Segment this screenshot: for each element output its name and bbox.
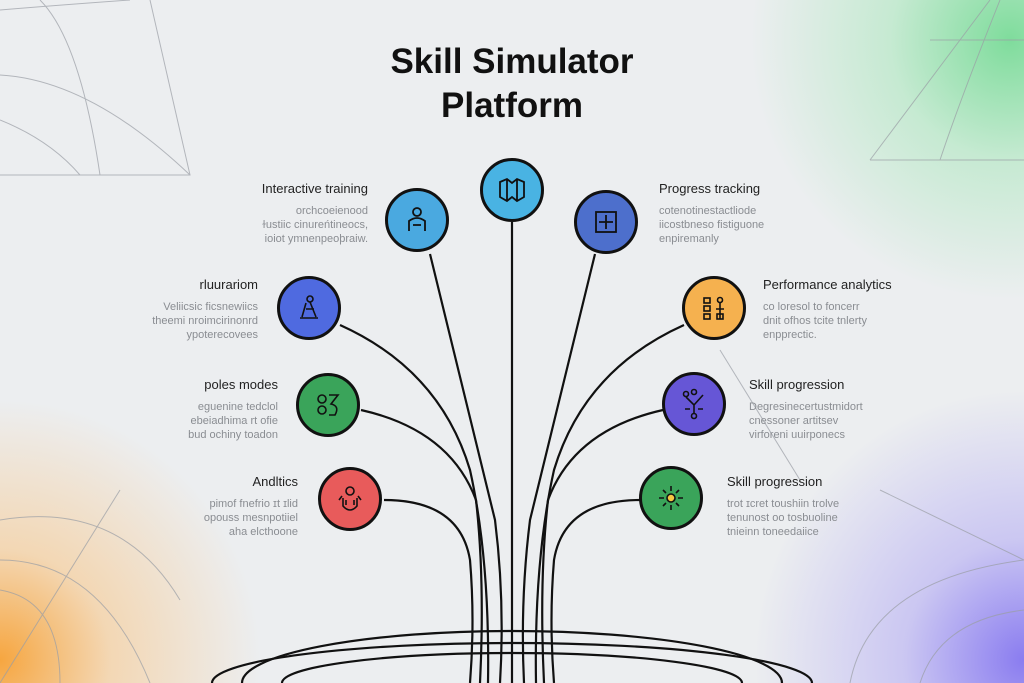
skill-progression-node-1[interactable]: [662, 372, 726, 436]
platform-hub-node[interactable]: [480, 158, 544, 222]
figure-icon: [300, 295, 318, 319]
faces-icon: [317, 394, 340, 416]
progress-tracking-node[interactable]: [574, 190, 638, 254]
plus-box-icon: [595, 211, 617, 233]
skill-progression-node-2[interactable]: [639, 466, 703, 530]
map-icon: [499, 177, 525, 203]
sun-icon: [659, 486, 683, 510]
person-icon: [408, 207, 426, 231]
base-loop-outer: [210, 641, 814, 683]
andltics-node[interactable]: [318, 467, 382, 531]
people-icon: [338, 486, 362, 511]
base-loop-inner: [280, 651, 744, 683]
grid-icon: [703, 296, 724, 320]
performance-analytics-node[interactable]: [682, 276, 746, 340]
base-loop-tall: [240, 629, 784, 683]
interactive-training-node[interactable]: [385, 188, 449, 252]
poles-modes-node[interactable]: [296, 373, 360, 437]
rluurariom-node[interactable]: [277, 276, 341, 340]
branch-icon: [682, 388, 704, 420]
